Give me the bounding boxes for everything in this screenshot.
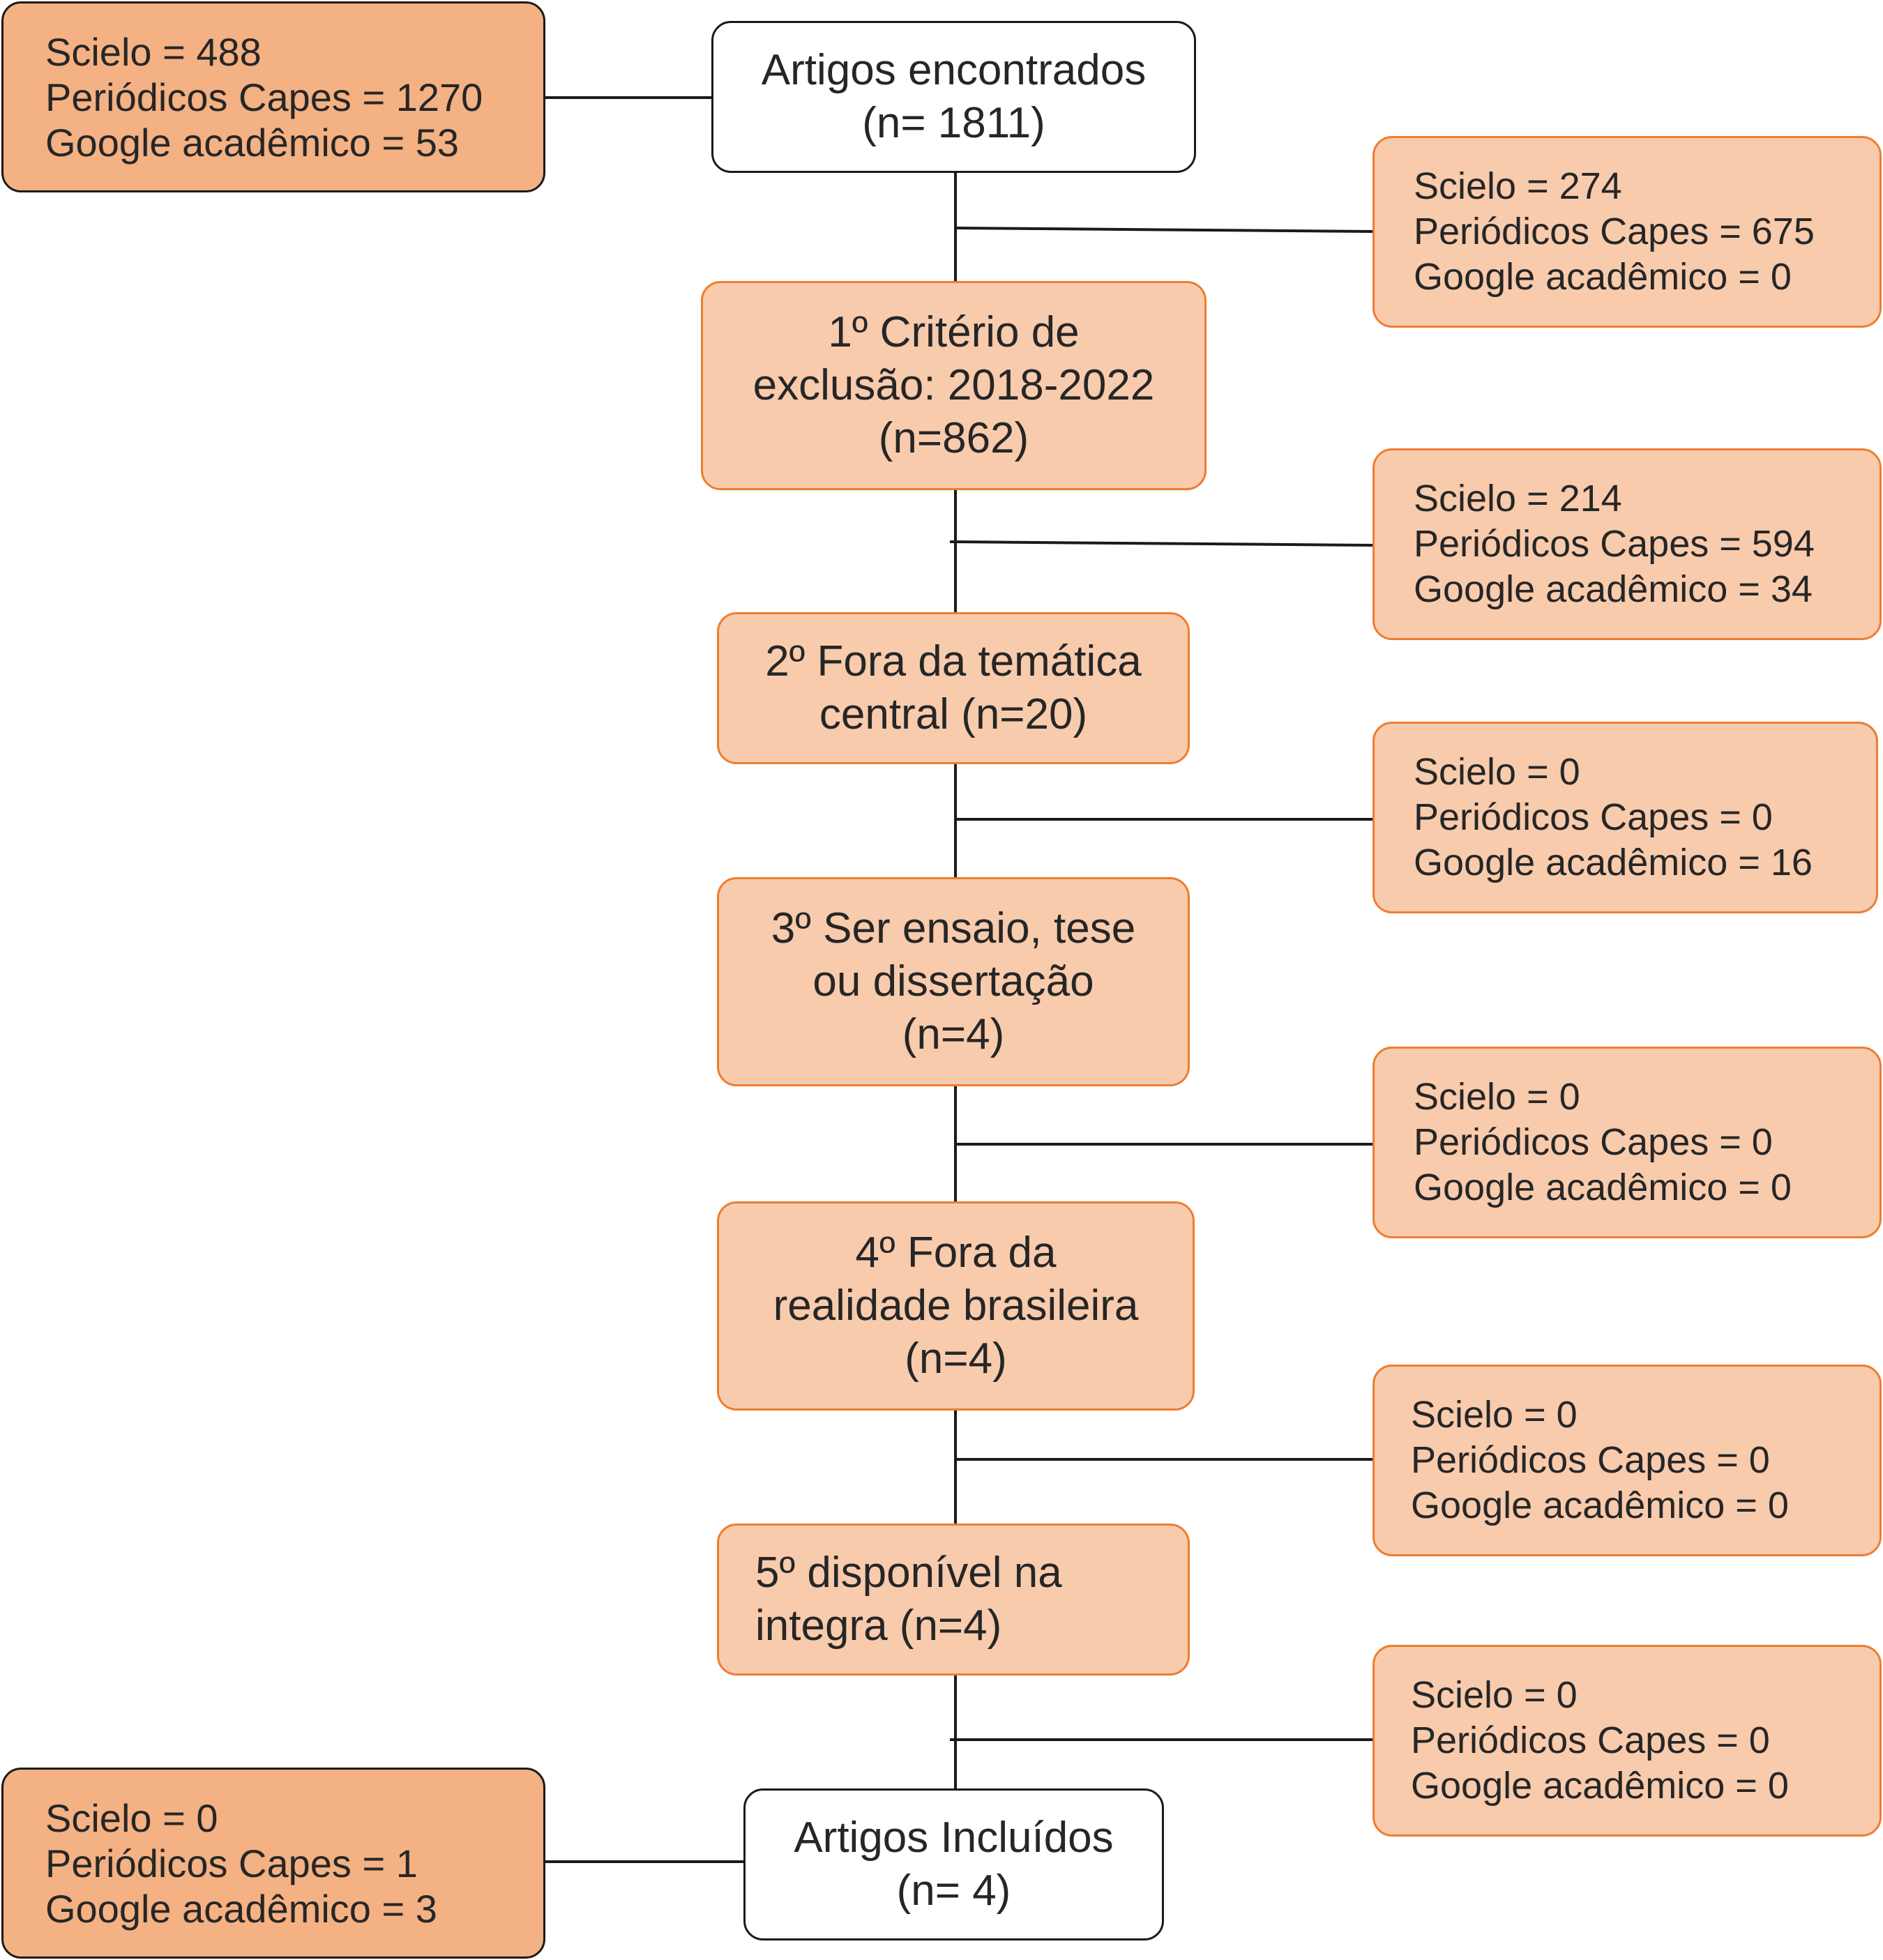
step-criterion-5: 5º disponível na integra (n=4) bbox=[717, 1524, 1190, 1676]
exclusion-5-capes: Periódicos Capes = 0 bbox=[1411, 1439, 1770, 1481]
step-1-line-2: exclusão: 2018-2022 bbox=[753, 361, 1155, 409]
exclusion-2-google: Google acadêmico = 34 bbox=[1414, 568, 1813, 610]
exclusion-1-google: Google acadêmico = 0 bbox=[1414, 256, 1792, 298]
exclusion-4-google: Google acadêmico = 0 bbox=[1414, 1167, 1792, 1208]
exclusion-6-google: Google acadêmico = 0 bbox=[1411, 1765, 1789, 1807]
step-1-line-1: 1º Critério de bbox=[828, 308, 1080, 356]
exclusion-3-google: Google acadêmico = 16 bbox=[1414, 842, 1813, 883]
step-4-line-3: (n=4) bbox=[905, 1335, 1007, 1383]
exclusion-5-google: Google acadêmico = 0 bbox=[1411, 1484, 1789, 1526]
included-sources-box: Scielo = 0 Periódicos Capes = 1 Google a… bbox=[1, 1768, 545, 1959]
step-criterion-1: 1º Critério de exclusão: 2018-2022 (n=86… bbox=[701, 281, 1207, 490]
step-included-title: Artigos Incluídos bbox=[794, 1814, 1114, 1862]
exclusion-2-scielo: Scielo = 214 bbox=[1414, 478, 1622, 519]
step-found-count: (n= 1811) bbox=[862, 99, 1045, 147]
step-criterion-4: 4º Fora da realidade brasileira (n=4) bbox=[717, 1201, 1195, 1411]
step-3-line-2: ou dissertação bbox=[812, 957, 1094, 1005]
exclusion-box-5: Scielo = 0 Periódicos Capes = 0 Google a… bbox=[1372, 1365, 1882, 1556]
exclusion-4-scielo: Scielo = 0 bbox=[1414, 1076, 1580, 1118]
exclusion-box-1: Scielo = 274 Periódicos Capes = 675 Goog… bbox=[1372, 136, 1882, 328]
exclusion-4-capes: Periódicos Capes = 0 bbox=[1414, 1121, 1773, 1163]
step-5-line-2: integra (n=4) bbox=[755, 1602, 1002, 1650]
step-included-count: (n= 4) bbox=[896, 1867, 1011, 1915]
included-source-scielo: Scielo = 0 bbox=[45, 1795, 218, 1840]
exclusion-box-6: Scielo = 0 Periódicos Capes = 0 Google a… bbox=[1372, 1645, 1882, 1837]
exclusion-1-scielo: Scielo = 274 bbox=[1414, 165, 1622, 207]
exclusion-1-capes: Periódicos Capes = 675 bbox=[1414, 211, 1815, 252]
step-criterion-2: 2º Fora da temática central (n=20) bbox=[717, 612, 1190, 764]
exclusion-3-capes: Periódicos Capes = 0 bbox=[1414, 796, 1773, 838]
exclusion-6-scielo: Scielo = 0 bbox=[1411, 1674, 1578, 1716]
branch-exclusion-1 bbox=[955, 227, 1375, 233]
step-2-line-1: 2º Fora da temática bbox=[765, 637, 1142, 685]
step-4-line-1: 4º Fora da bbox=[855, 1229, 1057, 1277]
step-1-line-3: (n=862) bbox=[878, 414, 1029, 462]
branch-exclusion-2 bbox=[949, 540, 1375, 547]
step-articles-found: Artigos encontrados (n= 1811) bbox=[711, 21, 1196, 173]
step-2-line-2: central (n=20) bbox=[819, 690, 1088, 738]
step-4-line-2: realidade brasileira bbox=[773, 1282, 1139, 1330]
included-source-google: Google acadêmico = 3 bbox=[45, 1886, 437, 1931]
exclusion-2-capes: Periódicos Capes = 594 bbox=[1414, 523, 1815, 565]
step-articles-included: Artigos Incluídos (n= 4) bbox=[743, 1788, 1164, 1940]
found-sources-box: Scielo = 488 Periódicos Capes = 1270 Goo… bbox=[1, 1, 545, 192]
exclusion-3-scielo: Scielo = 0 bbox=[1414, 751, 1580, 793]
exclusion-6-capes: Periódicos Capes = 0 bbox=[1411, 1719, 1770, 1761]
exclusion-box-4: Scielo = 0 Periódicos Capes = 0 Google a… bbox=[1372, 1047, 1882, 1238]
exclusion-box-3: Scielo = 0 Periódicos Capes = 0 Google a… bbox=[1372, 722, 1878, 913]
found-source-google: Google acadêmico = 53 bbox=[45, 120, 460, 165]
step-5-line-1: 5º disponível na bbox=[755, 1549, 1062, 1597]
found-source-scielo: Scielo = 488 bbox=[45, 29, 262, 74]
exclusion-box-2: Scielo = 214 Periódicos Capes = 594 Goog… bbox=[1372, 448, 1882, 640]
step-3-line-1: 3º Ser ensaio, tese bbox=[771, 904, 1136, 952]
step-criterion-3: 3º Ser ensaio, tese ou dissertação (n=4) bbox=[717, 877, 1190, 1086]
found-source-capes: Periódicos Capes = 1270 bbox=[45, 75, 483, 119]
step-found-title: Artigos encontrados bbox=[761, 46, 1147, 94]
included-source-capes: Periódicos Capes = 1 bbox=[45, 1841, 418, 1885]
step-3-line-3: (n=4) bbox=[902, 1010, 1005, 1058]
exclusion-5-scielo: Scielo = 0 bbox=[1411, 1394, 1578, 1436]
